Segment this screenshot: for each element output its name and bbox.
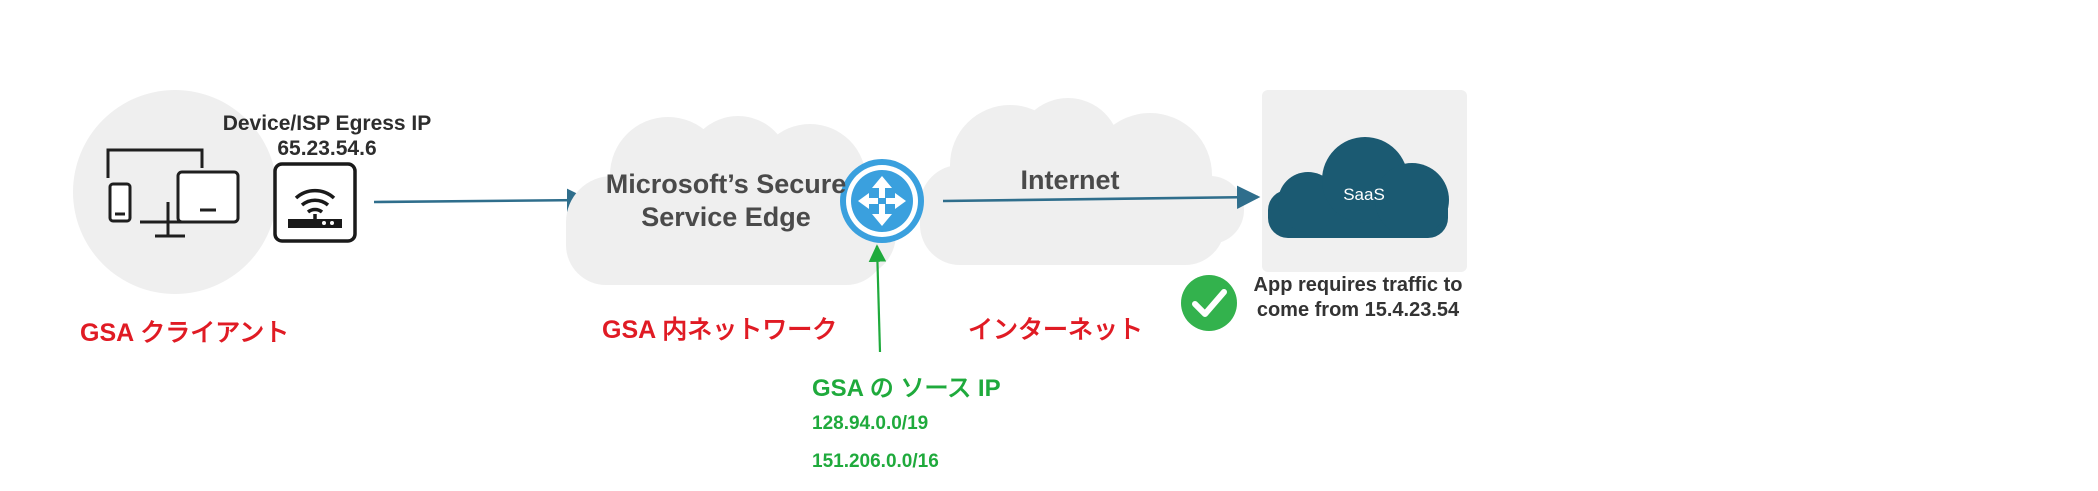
internal-network-annotation: GSA 内ネットワーク (602, 316, 838, 344)
source-ip-range-1: 128.94.0.0/19 (812, 413, 929, 434)
source-ip-title: GSA の ソース IP (812, 375, 1001, 402)
app-requirement-note: App requires traffic to come from 15.4.2… (1238, 273, 1478, 323)
saas-label: SaaS (1343, 185, 1385, 204)
sse-label: Microsoft’s Secure Service Edge (592, 168, 860, 234)
app-note-line2: come from 15.4.23.54 (1256, 299, 1460, 321)
source-ip-range-2: 151.206.0.0/16 (812, 451, 939, 472)
client-annotation: GSA クライアント (80, 319, 290, 347)
arrow-sse-to-saas (942, 185, 1261, 209)
app-note-line1: App requires traffic to (1253, 274, 1463, 296)
sse-label-line1: Microsoft’s Secure (605, 169, 847, 199)
sse-cloud (566, 116, 896, 285)
internet-label: Internet (1020, 165, 1120, 195)
devices-icon (106, 148, 240, 238)
checkmark-icon (1181, 275, 1237, 331)
sse-label-line2: Service Edge (641, 202, 811, 232)
internet-jp-annotation: インターネット (968, 316, 1144, 344)
device-egress-label: Device/ISP Egress IP 65.23.54.6 (212, 111, 442, 161)
arrow-client-to-sse (373, 188, 591, 212)
saas-cloud-icon (1268, 137, 1449, 238)
monitor-icon (140, 170, 240, 238)
device-egress-title: Device/ISP Egress IP (222, 112, 432, 135)
internet-cloud (920, 98, 1244, 265)
client-background-circle (73, 90, 277, 294)
network-router-icon (840, 159, 924, 243)
arrow-source-ip (868, 244, 887, 353)
phone-icon (108, 182, 132, 223)
wifi-router-icon (273, 162, 357, 243)
laptop-icon (106, 148, 204, 178)
device-egress-ip: 65.23.54.6 (277, 137, 377, 160)
